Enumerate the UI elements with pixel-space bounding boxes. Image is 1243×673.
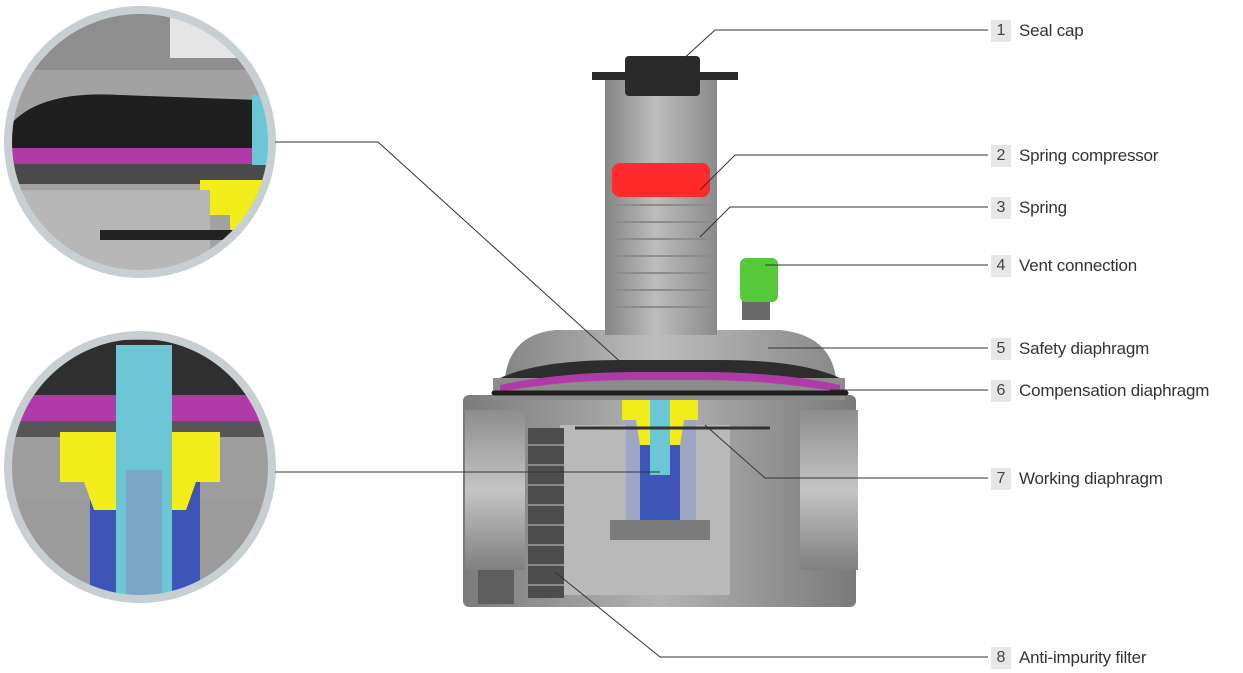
callout-label: Vent connection xyxy=(1019,256,1137,275)
callout-number: 4 xyxy=(991,255,1011,277)
inlet-port xyxy=(465,410,525,570)
working-diaphragm xyxy=(622,400,650,445)
callout-number: 2 xyxy=(991,145,1011,167)
safety-diaphragm xyxy=(500,360,840,378)
callout-number: 1 xyxy=(991,20,1011,42)
leader-line-2 xyxy=(699,154,988,191)
callout-number: 7 xyxy=(991,468,1011,490)
leader-lines xyxy=(275,29,988,658)
callout-label: Spring xyxy=(1019,198,1067,217)
spring-compressor xyxy=(612,163,710,197)
leader-line-7 xyxy=(704,424,988,479)
compensation-diaphragm xyxy=(500,372,840,392)
zoom-circle-diaphragms xyxy=(4,6,276,278)
callout-3: 3 Spring xyxy=(991,196,1067,220)
callout-4: 4 Vent connection xyxy=(991,254,1137,278)
spring xyxy=(612,204,710,308)
callout-number: 3 xyxy=(991,197,1011,219)
leader-line-8 xyxy=(554,571,988,658)
spring-tower xyxy=(605,80,717,335)
leader-line-3 xyxy=(699,206,988,238)
callout-5: 5 Safety diaphragm xyxy=(991,337,1149,361)
callout-2: 2 Spring compressor xyxy=(991,144,1158,168)
callout-label: Safety diaphragm xyxy=(1019,339,1150,358)
callout-number: 8 xyxy=(991,647,1011,669)
regulator-illustration xyxy=(463,56,858,607)
zoom-circle-working-diaphragm xyxy=(4,331,276,603)
seal-cap xyxy=(592,56,738,96)
leader-line-zoom-top xyxy=(275,141,626,367)
callout-1: 1 Seal cap xyxy=(991,19,1084,43)
callout-6: 6 Compensation diaphragm xyxy=(991,379,1209,403)
callout-label: Working diaphragm xyxy=(1019,469,1163,488)
callout-label: Seal cap xyxy=(1019,21,1084,40)
callout-8: 8 Anti-impurity filter xyxy=(991,646,1147,670)
callout-label: Compensation diaphragm xyxy=(1019,381,1210,400)
callout-label: Anti-impurity filter xyxy=(1019,648,1147,667)
callout-number: 5 xyxy=(991,338,1011,360)
callout-7: 7 Working diaphragm xyxy=(991,467,1163,491)
outlet-port xyxy=(800,410,858,570)
vent-connection xyxy=(740,258,778,320)
anti-impurity-filter xyxy=(528,428,564,598)
callout-number: 6 xyxy=(991,380,1011,402)
leader-line-1 xyxy=(679,29,988,63)
callout-label: Spring compressor xyxy=(1019,146,1159,165)
